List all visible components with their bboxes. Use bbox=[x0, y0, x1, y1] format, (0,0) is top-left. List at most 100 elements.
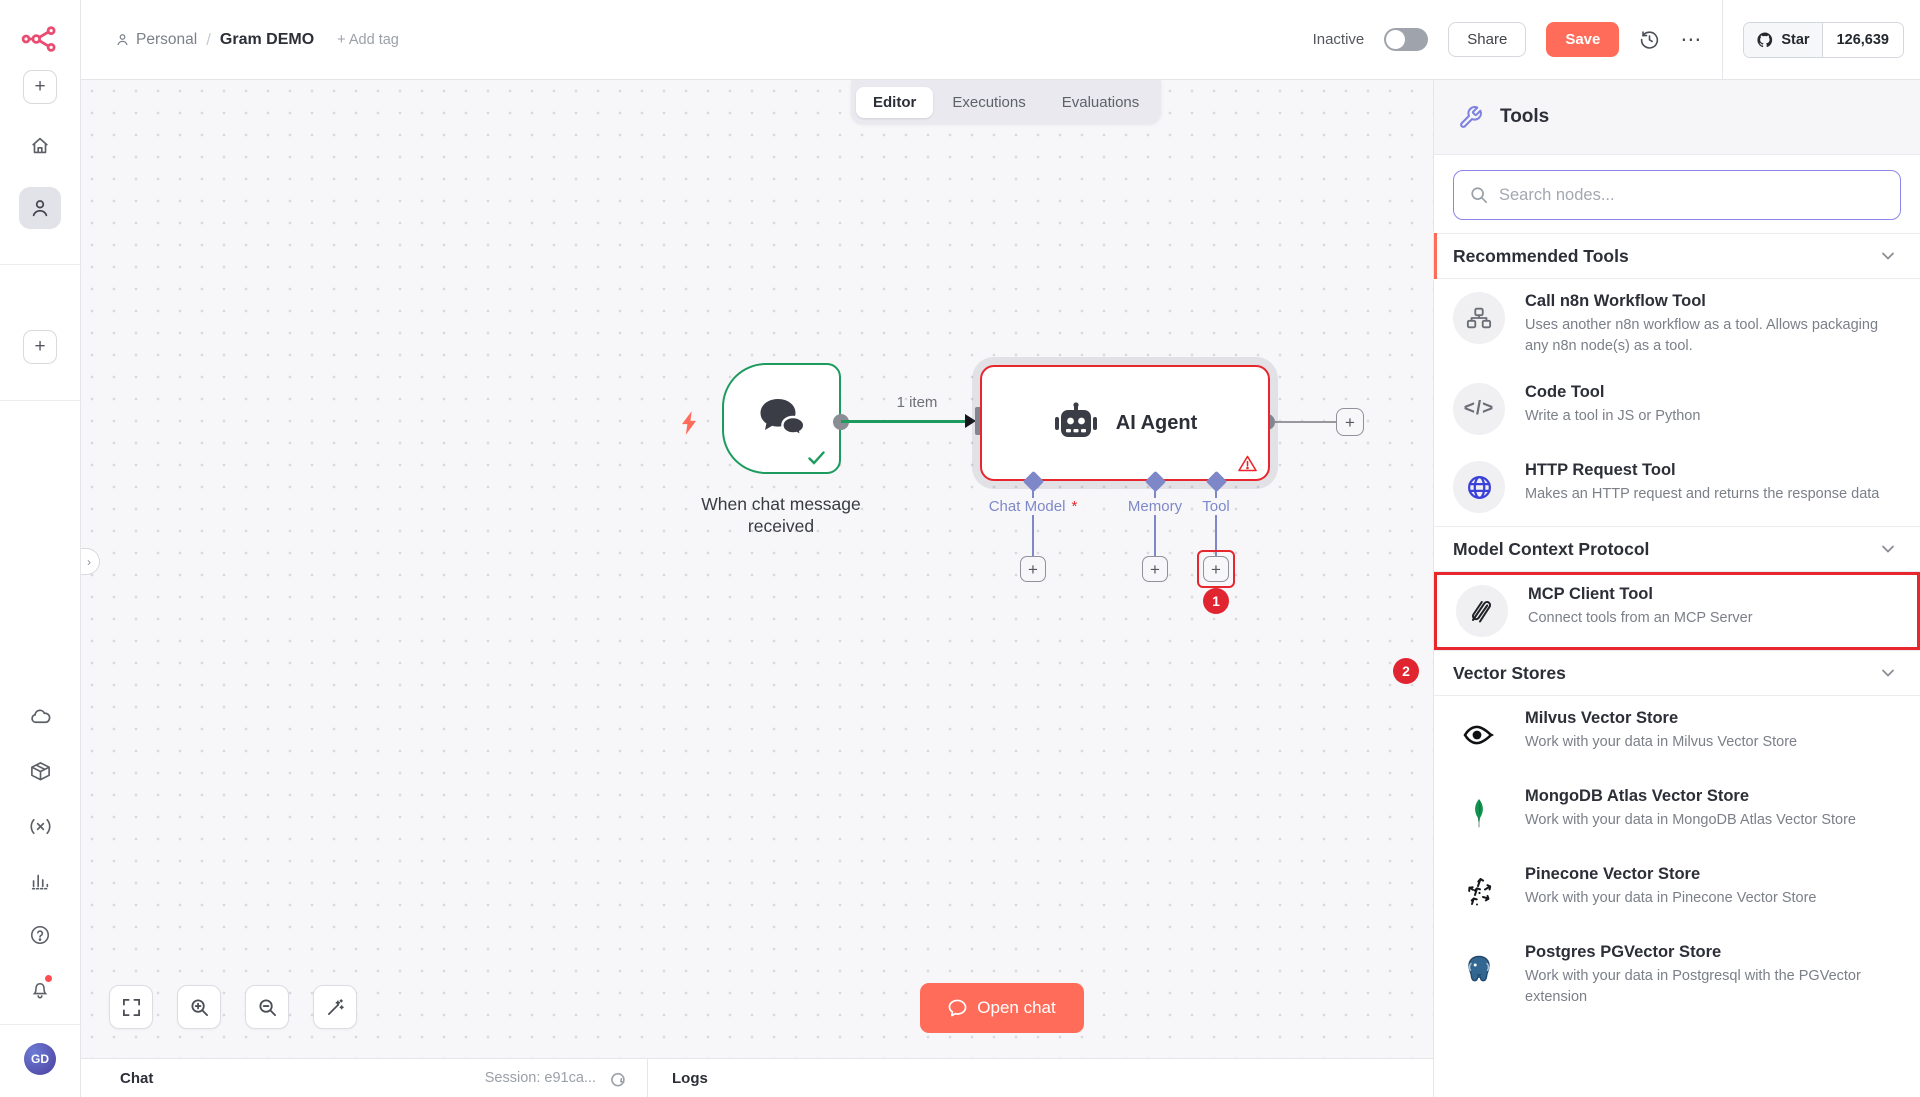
node-item-code-tool[interactable]: </> Code Tool Write a tool in JS or Pyth… bbox=[1434, 370, 1920, 448]
sidebar-divider bbox=[0, 400, 81, 401]
node-search[interactable] bbox=[1453, 170, 1901, 220]
memory-port-label: Memory bbox=[1090, 498, 1220, 515]
n8n-logo-icon bbox=[21, 26, 59, 57]
node-item-pinecone-vector-store[interactable]: Pinecone Vector Store Work with your dat… bbox=[1434, 852, 1920, 930]
variables-icon[interactable] bbox=[27, 813, 53, 839]
add-memory-button[interactable]: + bbox=[1142, 556, 1168, 582]
session-id-label: Session: e91ca... bbox=[484, 1070, 596, 1086]
github-star-count: 126,639 bbox=[1822, 22, 1903, 57]
cloud-icon[interactable] bbox=[27, 704, 53, 730]
tidy-up-button[interactable] bbox=[313, 985, 357, 1029]
sidebar-expand-chevron-icon[interactable]: › bbox=[81, 548, 100, 575]
wrench-icon bbox=[1460, 105, 1482, 128]
connection-line[interactable] bbox=[841, 420, 969, 423]
open-chat-button[interactable]: Open chat bbox=[920, 983, 1084, 1033]
chevron-down-icon bbox=[1882, 545, 1894, 553]
ai-agent-node[interactable]: AI Agent bbox=[980, 365, 1270, 481]
tab-executions[interactable]: Executions bbox=[952, 93, 1026, 111]
github-icon bbox=[1757, 31, 1773, 47]
add-chat-model-button[interactable]: + bbox=[1020, 556, 1046, 582]
active-toggle[interactable] bbox=[1384, 28, 1429, 51]
breadcrumb: Personal / Gram DEMO + Add tag bbox=[115, 30, 399, 50]
workflow-canvas[interactable]: › When chat message received 1 item bbox=[81, 80, 1433, 1058]
section-vector-stores[interactable]: Vector Stores bbox=[1434, 650, 1920, 697]
node-item-postgres-pgvector-store[interactable]: Postgres PGVector Store Work with your d… bbox=[1434, 930, 1920, 1021]
output-connection-line bbox=[1275, 421, 1336, 423]
magic-wand-icon bbox=[327, 998, 344, 1015]
add-workflow-button[interactable]: + bbox=[23, 70, 57, 104]
zoom-out-button[interactable] bbox=[245, 985, 289, 1029]
section-recommended-tools[interactable]: Recommended Tools bbox=[1434, 233, 1920, 279]
top-bar: Personal / Gram DEMO + Add tag Inactive … bbox=[81, 0, 1920, 80]
node-item-mongodb-atlas-vector-store[interactable]: MongoDB Atlas Vector Store Work with you… bbox=[1434, 774, 1920, 852]
help-icon[interactable] bbox=[27, 922, 53, 948]
robot-icon bbox=[1054, 402, 1097, 437]
history-icon[interactable] bbox=[1639, 29, 1660, 50]
logs-panel-title: Logs bbox=[672, 1069, 708, 1087]
search-icon bbox=[1471, 187, 1488, 204]
fit-view-button[interactable] bbox=[109, 985, 153, 1029]
share-button[interactable]: Share bbox=[1448, 22, 1527, 57]
agent-node-title: AI Agent bbox=[1115, 411, 1198, 434]
insights-icon[interactable] bbox=[27, 867, 53, 893]
memory-port-line bbox=[1154, 481, 1156, 556]
tab-evaluations[interactable]: Evaluations bbox=[1061, 93, 1140, 111]
node-item-milvus-vector-store[interactable]: Milvus Vector Store Work with your data … bbox=[1434, 696, 1920, 774]
bottom-bar: Chat Session: e91ca... Logs bbox=[81, 1058, 1433, 1097]
node-item-call-n8n-workflow-tool[interactable]: Call n8n Workflow Tool Uses another n8n … bbox=[1434, 279, 1920, 370]
view-tabs: Editor Executions Evaluations bbox=[851, 80, 1162, 124]
github-star-label: Star bbox=[1781, 31, 1810, 48]
save-button[interactable]: Save bbox=[1546, 22, 1620, 57]
tab-editor[interactable]: Editor bbox=[856, 86, 934, 118]
add-tag-button[interactable]: + Add tag bbox=[337, 31, 399, 48]
workflow-status-label: Inactive bbox=[1312, 31, 1365, 48]
add-tool-button[interactable]: + bbox=[1203, 556, 1229, 582]
package-icon[interactable] bbox=[27, 758, 53, 784]
tool-port-line bbox=[1215, 481, 1217, 556]
trigger-node-label: When chat message received bbox=[701, 494, 861, 536]
chat-panel-title: Chat bbox=[120, 1069, 154, 1087]
header-divider bbox=[1722, 0, 1724, 80]
tools-panel: Tools Recommended Tools Call bbox=[1433, 80, 1920, 1097]
sidebar-item-personal[interactable] bbox=[19, 187, 61, 229]
user-avatar[interactable]: GD bbox=[24, 1043, 56, 1075]
tools-panel-header: Tools bbox=[1434, 80, 1920, 155]
add-next-node-button[interactable]: + bbox=[1336, 408, 1364, 436]
fit-view-icon bbox=[122, 998, 140, 1016]
annotation-badge-2: 2 bbox=[1393, 658, 1419, 684]
more-menu-button[interactable]: ⋯ bbox=[1680, 28, 1703, 51]
annotation-badge-1: 1 bbox=[1203, 588, 1229, 614]
search-input[interactable] bbox=[1499, 185, 1884, 205]
add-project-button[interactable]: + bbox=[23, 330, 57, 364]
globe-icon bbox=[1453, 461, 1505, 514]
person-icon bbox=[117, 34, 128, 46]
notifications-bell-icon[interactable] bbox=[27, 975, 53, 1002]
left-sidebar: + + bbox=[0, 0, 81, 1097]
chevron-down-icon bbox=[1882, 252, 1894, 260]
chevron-down-icon bbox=[1882, 669, 1894, 677]
annotation-box-1 bbox=[1197, 550, 1235, 588]
chat-bubble-icon bbox=[948, 999, 967, 1017]
zoom-out-icon bbox=[258, 998, 276, 1016]
github-star-widget[interactable]: Star 126,639 bbox=[1743, 21, 1904, 58]
home-icon[interactable] bbox=[27, 133, 53, 159]
connection-arrow-icon bbox=[965, 414, 976, 428]
workspace-link[interactable]: Personal bbox=[115, 31, 197, 49]
workflow-title[interactable]: Gram DEMO bbox=[219, 30, 315, 48]
node-item-mcp-client-tool[interactable]: MCP Client Tool Connect tools from an MC… bbox=[1434, 572, 1920, 651]
success-check-icon bbox=[808, 451, 825, 465]
logs-panel-header[interactable]: Logs bbox=[648, 1059, 708, 1097]
zoom-in-icon bbox=[190, 998, 208, 1016]
chat-model-port-label: Chat Model* bbox=[968, 498, 1098, 515]
section-model-context-protocol[interactable]: Model Context Protocol bbox=[1434, 526, 1920, 573]
sidebar-divider bbox=[0, 1024, 81, 1025]
chat-trigger-node[interactable] bbox=[722, 363, 841, 474]
reset-session-icon[interactable] bbox=[610, 1070, 627, 1087]
zoom-in-button[interactable] bbox=[177, 985, 221, 1029]
trigger-bolt-icon bbox=[677, 410, 701, 441]
chat-model-port-line bbox=[1032, 481, 1034, 556]
chat-panel-header[interactable]: Chat Session: e91ca... bbox=[81, 1059, 648, 1097]
node-item-http-request-tool[interactable]: HTTP Request Tool Makes an HTTP request … bbox=[1434, 448, 1920, 526]
breadcrumb-separator: / bbox=[206, 29, 211, 49]
